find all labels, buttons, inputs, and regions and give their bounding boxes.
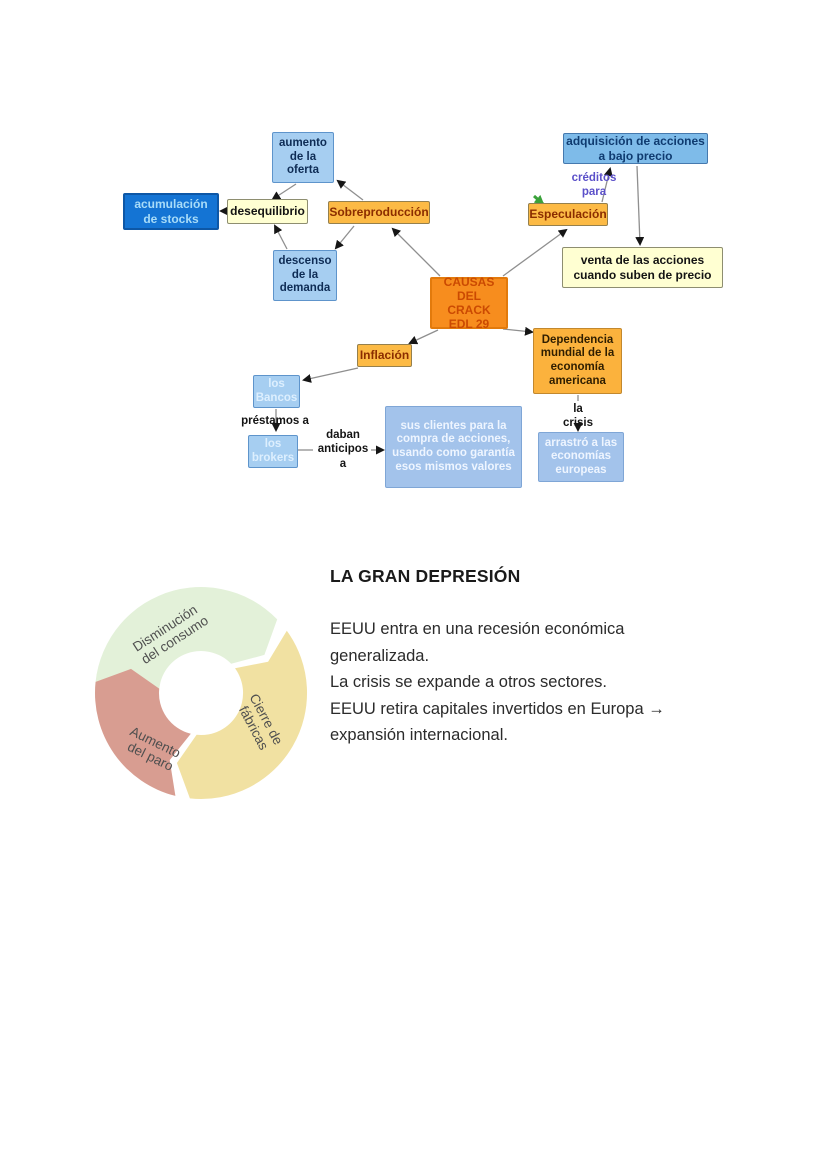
node-aumento-oferta: aumento de la oferta xyxy=(272,132,334,183)
node-los-bancos: los Bancos xyxy=(253,375,300,408)
text-line: EEUU entra en una recesión económica xyxy=(330,620,625,638)
node-adquisicion-acciones: adquisición de acciones a bajo precio xyxy=(563,133,708,164)
text-line: expansión internacional. xyxy=(330,726,508,744)
text-line: La crisis se expande a otros sectores. xyxy=(330,673,607,691)
cycle-diagram: Disminución del consumo Cierre de fábric… xyxy=(94,587,308,799)
text-line: generalizada. xyxy=(330,646,430,665)
label-creditos-para: créditos para xyxy=(571,172,617,199)
node-sobreproduccion: Sobreproducción xyxy=(328,201,430,224)
section-title: LA GRAN DEPRESIÓN xyxy=(330,566,521,586)
cycle-segment-aumento-paro xyxy=(95,668,191,796)
text-line: EEUU retira capitales invertidos en Euro… xyxy=(330,699,665,718)
node-descenso-demanda: descenso de la demanda xyxy=(273,250,337,301)
cycle-segment-disminucion-consumo xyxy=(94,587,278,699)
node-arrastro-economias: arrastró a las economías europeas xyxy=(538,432,624,482)
node-venta-acciones: venta de las acciones cuando suben de pr… xyxy=(562,247,723,288)
node-sus-clientes: sus clientes para la compra de acciones,… xyxy=(385,406,522,488)
node-inflacion: Inflación xyxy=(357,344,412,367)
node-dependencia-mundial: Dependencia mundial de la economía ameri… xyxy=(533,328,622,394)
body-text: EEUU entra en una recesión económica gen… xyxy=(330,616,730,749)
node-acumulacion-stocks: acumulación de stocks xyxy=(123,193,219,230)
label-la-crisis: la crisis xyxy=(562,403,594,430)
node-desequilibrio: desequilibrio xyxy=(227,199,308,224)
label-daban-anticipos: daban anticipos a xyxy=(317,429,369,470)
node-especulacion: Especulación xyxy=(528,203,608,226)
label-prestamos-a: préstamos a xyxy=(241,415,309,427)
cycle-segment-cierre-fabricas xyxy=(176,630,308,799)
node-los-brokers: los brokers xyxy=(248,435,298,468)
node-causas-crack: CAUSAS DEL CRACK EDL 29 xyxy=(430,275,508,331)
